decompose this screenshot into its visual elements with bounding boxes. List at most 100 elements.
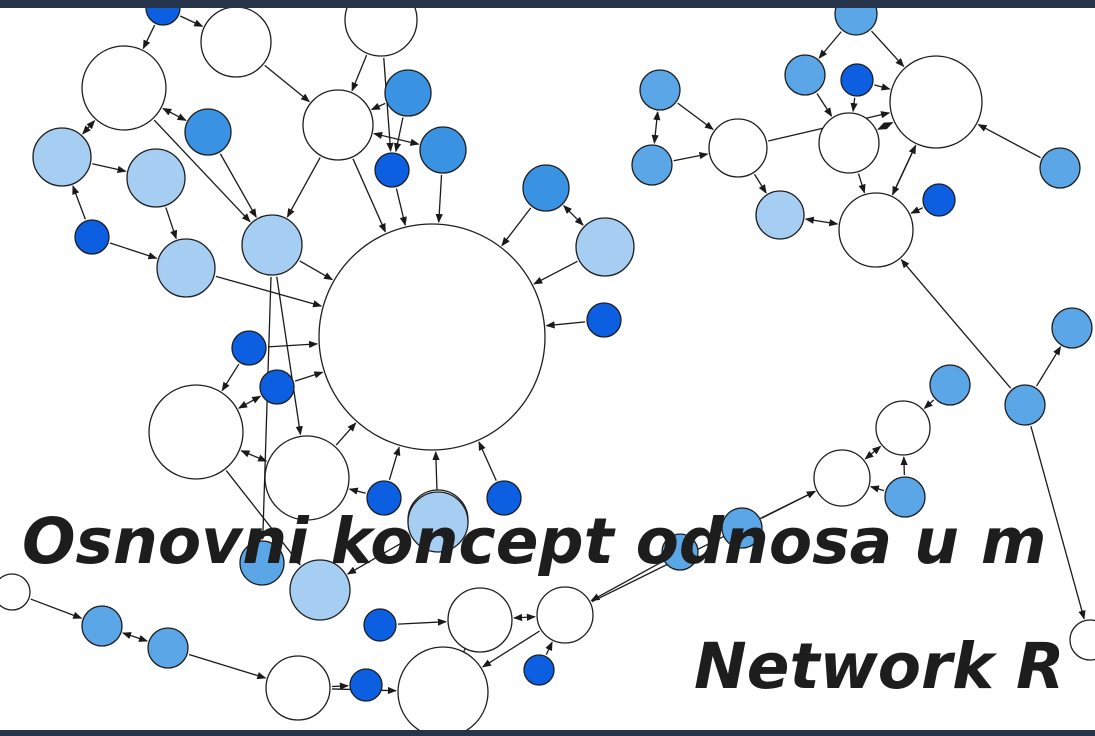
graph-edge [373,131,420,146]
graph-edge [294,371,324,382]
graph-node [74,219,110,255]
graph-node [661,533,699,571]
graph-edge [753,173,767,194]
graph-edge [351,54,368,92]
graph-node [374,152,410,188]
graph-edge [900,456,908,476]
graph-edge [513,613,536,622]
graph-node [639,69,681,111]
graph-edge [30,598,83,619]
graph-edge [432,451,440,491]
graph-edge [142,24,156,50]
graph-edge [348,487,366,495]
graph-edges [30,15,1086,695]
graph-node [184,108,232,156]
graph-edge [501,207,532,247]
graph-edge [238,395,262,409]
graph-node [922,183,956,217]
graph-node [145,8,181,26]
graph-edge [481,630,540,668]
graph-edge [850,97,858,113]
graph-edge [92,163,127,174]
graph-edge [179,15,204,27]
graph-edge [816,93,833,117]
graph-node [32,127,92,187]
graph-edge [215,275,323,308]
graph-node [239,540,285,586]
network-graph-illustration [0,8,1095,730]
graph-node [259,369,295,405]
graph-node [241,214,303,276]
graph-edge [563,205,584,226]
graph-node [344,8,418,57]
graph-edge [545,321,586,329]
graph-node [264,435,350,521]
graph-edge [331,682,349,690]
graph-edge [545,641,553,655]
graph-node [384,69,432,117]
slide-title-line-2: Network R [694,630,1065,703]
graph-node [1039,147,1081,189]
graph-edge [910,206,924,214]
graph-node [536,586,594,644]
graph-node [523,654,555,686]
graph-node [81,45,167,131]
graph-node [813,449,871,507]
graph-node [231,330,267,366]
graph-edge [869,485,885,493]
graph-node [929,364,971,406]
graph-node [486,480,522,516]
slide-top-bar [0,0,1095,8]
graph-edge [673,152,709,162]
slide-title-line-1: Osnovni koncept odnosa u m [22,505,1047,578]
graph-node [575,217,635,277]
graph-edge [388,446,401,480]
graph-node [397,646,489,730]
graph-node [0,573,31,611]
graph-edge [153,119,251,223]
graph-node [147,627,189,669]
graph-edge [240,450,268,462]
graph-edge [165,207,178,240]
graph-node [200,8,272,78]
graph-edge [82,120,96,135]
graph-edge [299,260,334,281]
graph-edge [221,363,240,392]
graph-edge [109,242,158,260]
graph-node [318,223,546,451]
graph-edge [804,216,839,227]
graph-node [289,559,351,621]
graph-edge [435,174,443,224]
graph-node [81,605,123,647]
graph-edge [352,158,386,233]
graph-edge [162,107,187,121]
graph-node [265,655,331,721]
network-graph-svg [0,8,1095,730]
graph-edge [677,102,714,131]
graph-node [407,491,469,553]
graph-edge [533,260,578,285]
graph-edge [478,441,497,481]
graph-edge [276,276,303,436]
graph-edge [267,340,319,349]
graph-edge [188,653,267,680]
graph-edge [857,173,866,194]
graph-edge [651,110,661,145]
graph-node [363,608,397,642]
graph-node [834,8,878,36]
graph-edge [900,259,1012,389]
graph-node [838,192,914,268]
graph-edge [877,121,894,130]
graph-node [631,144,673,186]
graph-edge [870,30,905,68]
graph-edge [397,618,447,626]
graph-nodes [0,8,1095,730]
graph-edge [122,632,148,642]
graph-edge [346,537,411,575]
graph-node [708,118,768,178]
graph-edge [1030,426,1086,620]
graph-node [447,587,513,653]
slide-bottom-bar [0,730,1095,736]
graph-node [721,507,763,549]
graph-node [889,55,983,149]
